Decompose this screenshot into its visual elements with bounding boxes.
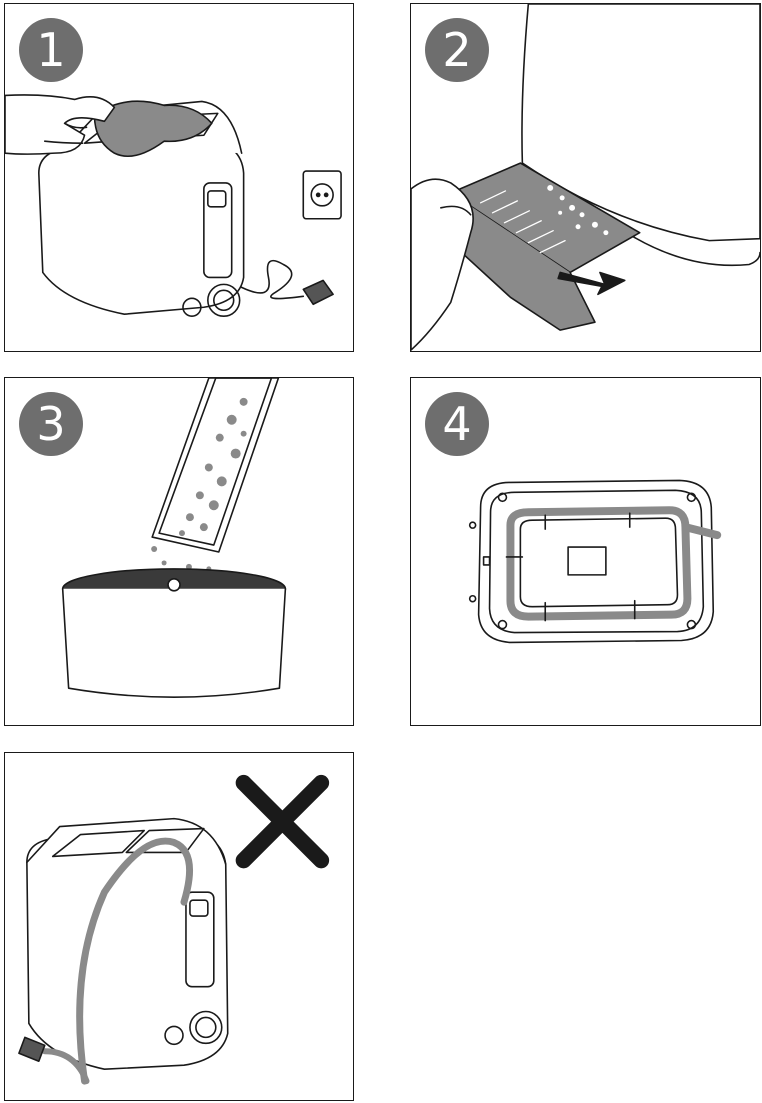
step-number-badge: 4 xyxy=(425,392,489,456)
knob xyxy=(189,1010,223,1045)
step-3-panel: 3 xyxy=(4,377,354,726)
hand xyxy=(411,178,474,351)
cord-storage-illustration xyxy=(468,479,722,644)
cloth xyxy=(93,100,213,157)
step-number-badge: 3 xyxy=(19,392,83,456)
wrapped-cord xyxy=(76,837,193,1085)
pull-arrow xyxy=(557,271,626,296)
plug xyxy=(18,1036,46,1063)
hand xyxy=(5,94,116,155)
do-not-wrap-cord-illustration xyxy=(18,774,330,1085)
step-number-badge: 2 xyxy=(425,18,489,82)
step-2-panel: 2 xyxy=(410,3,761,352)
empty-crumbs-illustration xyxy=(61,378,287,698)
crumb-tray-illustration xyxy=(411,4,760,351)
toaster-base xyxy=(477,479,715,644)
step-4-panel: 4 xyxy=(410,377,761,726)
wall-socket xyxy=(302,170,342,220)
power-cord xyxy=(240,259,305,300)
step-number-badge: 1 xyxy=(19,18,83,82)
warning-panel xyxy=(4,752,354,1101)
waste-bin xyxy=(61,587,287,698)
crumb-tray xyxy=(151,378,280,553)
prohibited-cross-icon xyxy=(235,774,330,869)
step-1-panel: 1 xyxy=(4,3,354,352)
crumb-tray xyxy=(449,162,641,274)
rating-label xyxy=(567,546,607,576)
wipe-toaster-illustration xyxy=(5,94,342,317)
knob xyxy=(207,283,241,317)
